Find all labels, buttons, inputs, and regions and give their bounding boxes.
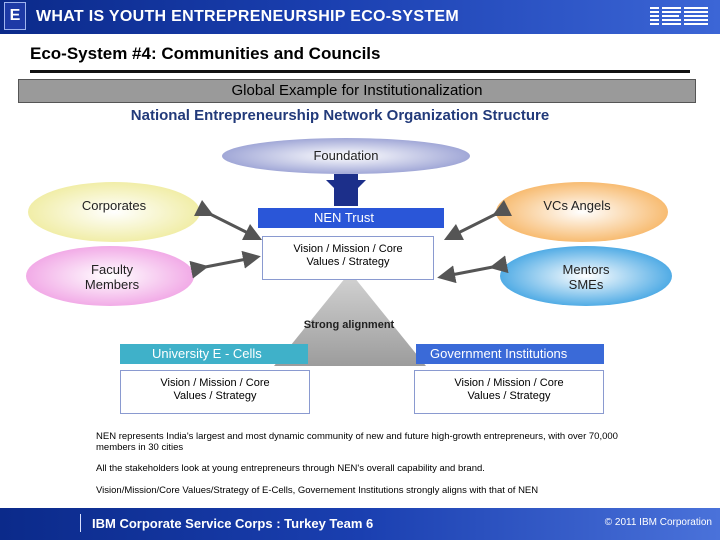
example-band: Global Example for Institutionalization bbox=[18, 79, 696, 103]
footer-bar: IBM Corporate Service Corps : Turkey Tea… bbox=[0, 508, 720, 540]
foundation-label: Foundation bbox=[313, 148, 379, 163]
mentors-ellipse bbox=[500, 246, 672, 306]
foundation-ellipse bbox=[222, 138, 470, 174]
mentors-connector bbox=[437, 255, 509, 284]
vcs-angels-label: VCs Angels bbox=[543, 198, 611, 213]
footer-team-label: IBM Corporate Service Corps : Turkey Tea… bbox=[92, 516, 374, 531]
faculty-label: Faculty Members bbox=[84, 262, 140, 292]
faculty-ellipse bbox=[26, 246, 194, 306]
header-title: WHAT IS YOUTH ENTREPRENEURSHIP ECO-SYSTE… bbox=[36, 8, 460, 25]
note-stakeholders: All the stakeholders look at young entre… bbox=[96, 463, 485, 474]
slide-title: Eco-System #4: Communities and Councils bbox=[30, 44, 381, 63]
footer-divider bbox=[80, 514, 81, 532]
note-alignment: Vision/Mission/Core Values/Strategy of E… bbox=[96, 485, 539, 496]
corporates-label: Corporates bbox=[81, 198, 147, 213]
ibm-logo bbox=[650, 7, 708, 25]
note-nen-representation: NEN represents India's largest and most … bbox=[96, 431, 618, 453]
title-divider bbox=[30, 70, 690, 73]
foundation-arrow-stem bbox=[334, 176, 358, 206]
mentors-label: Mentors SMEs bbox=[562, 262, 610, 292]
header-bar: E WHAT IS YOUTH ENTREPRENEURSHIP ECO-SYS… bbox=[0, 0, 720, 34]
vcs-connector bbox=[443, 199, 513, 241]
corporates-ellipse bbox=[28, 182, 200, 242]
nen-values-box: Vision / Mission / Core Values / Strateg… bbox=[262, 236, 434, 280]
alignment-pyramid bbox=[274, 272, 426, 366]
university-title: University E - Cells bbox=[120, 344, 308, 364]
faculty-connector bbox=[189, 250, 261, 279]
strong-alignment-label: Strong alignment bbox=[303, 319, 395, 331]
e-logo: E bbox=[4, 2, 26, 30]
footer-copyright: © 2011 IBM Corporation bbox=[604, 517, 712, 528]
university-values-box: Vision / Mission / Core Values / Strateg… bbox=[120, 370, 310, 414]
nen-trust-title: NEN Trust bbox=[258, 208, 444, 228]
corporates-connector bbox=[193, 199, 263, 241]
diagram-subtitle: National Entrepreneurship Network Organi… bbox=[130, 107, 550, 124]
vcs-angels-ellipse bbox=[496, 182, 668, 242]
government-title: Government Institutions bbox=[416, 344, 604, 364]
government-values-box: Vision / Mission / Core Values / Strateg… bbox=[414, 370, 604, 414]
